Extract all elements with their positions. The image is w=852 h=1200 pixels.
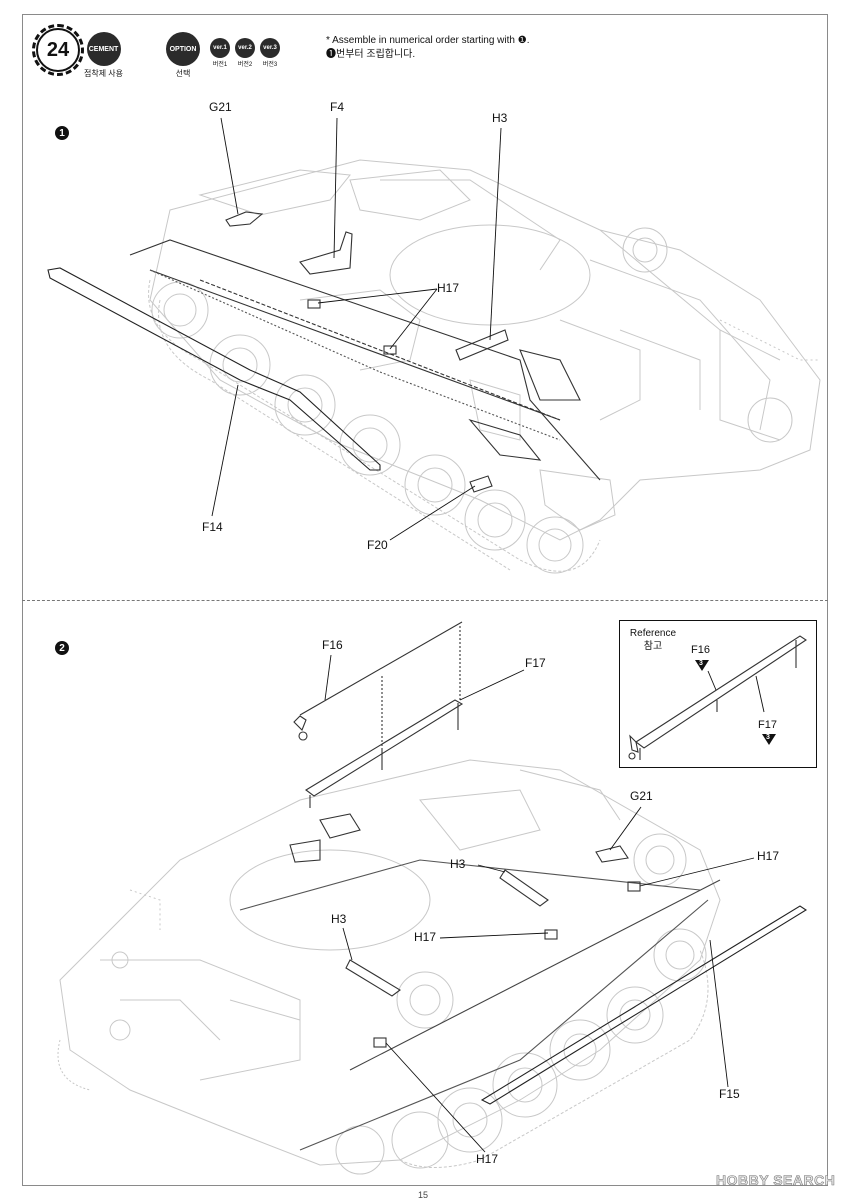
version-chip-3: ver.3 버전3 xyxy=(260,38,280,68)
part-label: F15 xyxy=(719,1087,740,1101)
fender-parts-2 xyxy=(239,621,808,1151)
part-label: H17 xyxy=(757,849,780,863)
step-badge: 24 xyxy=(32,24,84,76)
part-label: H3 xyxy=(450,857,466,871)
part-label: G21 xyxy=(209,100,232,114)
part-label: H17 xyxy=(437,281,460,295)
leader-lines-1 xyxy=(211,117,502,541)
watermark-logo: HOBBY SEARCH xyxy=(716,1172,836,1189)
page-number: 15 xyxy=(418,1190,429,1200)
part-label: G21 xyxy=(630,789,653,803)
option-icon: OPTION xyxy=(166,32,200,66)
vehicle-ghost-1 xyxy=(148,159,821,574)
vehicle-ghost-2 xyxy=(57,759,721,1175)
option-chip: OPTION 선택 xyxy=(166,32,200,79)
part-label: H3 xyxy=(331,912,347,926)
cement-sub: 접착제 사용 xyxy=(84,69,124,78)
part-label: H3 xyxy=(492,111,508,125)
reference-inset xyxy=(619,620,817,768)
leader-lines-2 xyxy=(324,654,755,1153)
part-label: H17 xyxy=(414,930,437,944)
reference-title-ko: 참고 xyxy=(643,641,663,652)
section-divider xyxy=(22,600,828,601)
cement-chip: CEMENT 접착제 사용 xyxy=(84,32,123,79)
fender-track-parts-1 xyxy=(47,211,601,493)
version-badge-text: 3 xyxy=(766,734,770,741)
option-sub: 선택 xyxy=(175,69,191,78)
part-label: H17 xyxy=(476,1152,499,1166)
version-sub: 버전2 xyxy=(237,62,253,68)
version-chip-1: ver.1 버전1 xyxy=(210,38,230,68)
cement-icon: CEMENT xyxy=(86,32,121,66)
version-badge-icon: 3 xyxy=(762,734,776,745)
version-badge-icon: 3 xyxy=(695,660,709,671)
step-marker-2: 2 xyxy=(55,641,69,655)
assembly-note: * Assemble in numerical order starting w… xyxy=(326,34,530,62)
part-label: F20 xyxy=(367,538,388,552)
part-label: F17 xyxy=(525,656,546,670)
version-icon: ver.3 xyxy=(260,38,280,58)
version-chip-2: ver.2 버전2 xyxy=(235,38,255,68)
part-label: F14 xyxy=(202,520,223,534)
version-icon: ver.1 xyxy=(210,38,230,58)
reference-title: Reference 참고 xyxy=(624,627,682,653)
version-badge-text: 3 xyxy=(699,660,703,667)
assembly-note-ko: ❶번부터 조립합니다. xyxy=(326,49,416,60)
part-label: F16 xyxy=(322,638,343,652)
part-label: F16 xyxy=(691,644,710,656)
step-marker-1: 1 xyxy=(55,126,69,140)
reference-title-en: Reference xyxy=(629,628,677,639)
assembly-note-en: * Assemble in numerical order starting w… xyxy=(326,35,530,46)
version-sub: 버전3 xyxy=(262,62,278,68)
reference-art xyxy=(628,635,807,760)
version-icon: ver.2 xyxy=(235,38,255,58)
part-label: F17 xyxy=(758,719,777,731)
part-label: F4 xyxy=(330,100,345,114)
version-sub: 버전1 xyxy=(212,62,228,68)
